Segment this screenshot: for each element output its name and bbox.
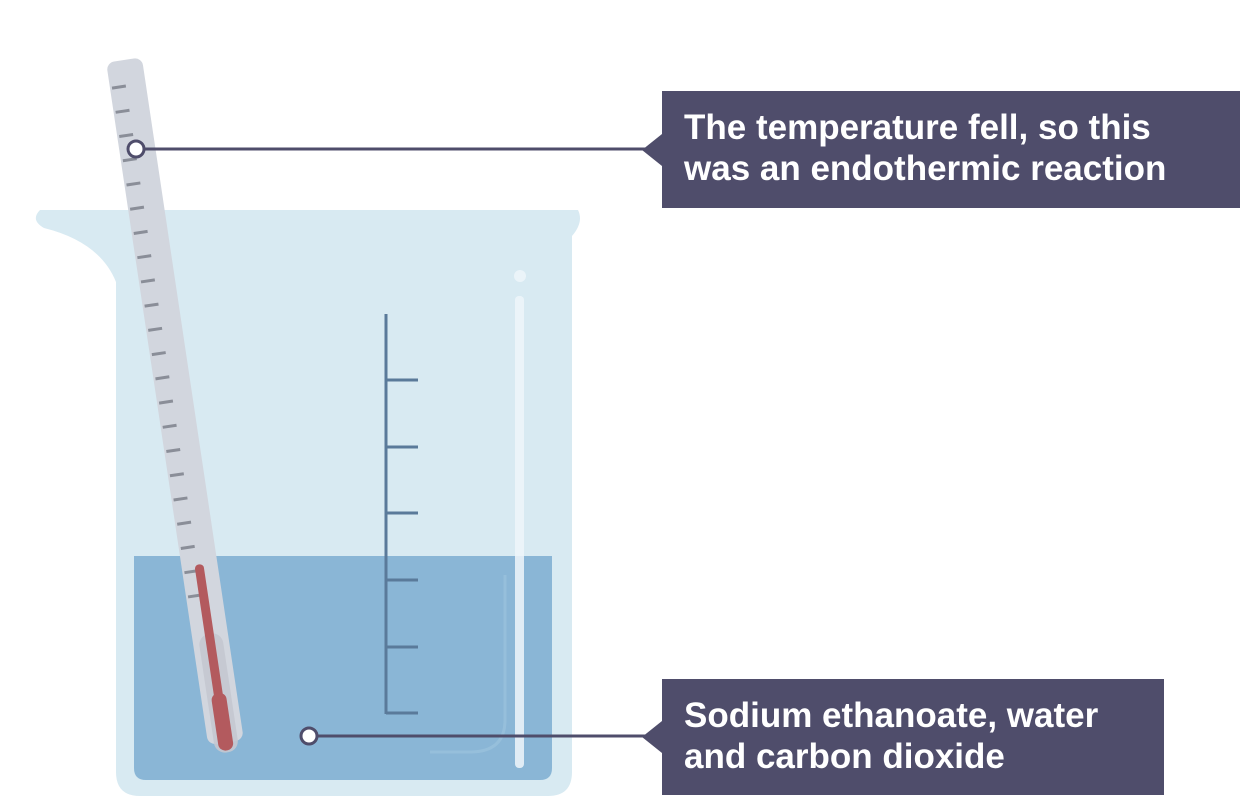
solution-callout: Sodium ethanoate, water and carbon dioxi…: [642, 679, 1164, 795]
thermometer: [107, 58, 243, 753]
thermometer-tick: [180, 544, 195, 550]
thermometer-body: [107, 58, 243, 744]
thermometer-mercury-bulb: [211, 692, 234, 751]
thermometer-tick: [176, 520, 192, 526]
thermometer-tick: [126, 181, 141, 187]
thermometer-tick: [155, 375, 170, 381]
solution-callout-line-2: and carbon dioxide: [684, 737, 1005, 776]
thermometer-tick: [158, 399, 174, 405]
thermometer-tick: [129, 205, 145, 211]
glass-highlight-dot: [514, 270, 526, 282]
temperature-callout-line-2: was an endothermic reaction: [684, 149, 1167, 188]
thermometer-tick: [169, 472, 185, 478]
thermometer-tick: [148, 326, 163, 332]
thermometer-tick: [140, 278, 156, 284]
solution-callout-line-1: Sodium ethanoate, water: [684, 696, 1099, 735]
temperature-callout-line-1: The temperature fell, so this: [684, 108, 1151, 147]
thermometer-tick: [144, 302, 159, 308]
solution-leader-dot: [299, 726, 319, 746]
thermometer-tick: [151, 351, 166, 357]
thermometer-tick: [173, 496, 188, 502]
thermometer-tick: [137, 254, 152, 260]
glass-highlight: [515, 296, 524, 768]
thermometer-tick: [133, 229, 148, 235]
thermometer-tick: [162, 423, 177, 429]
thermometer-tick: [122, 157, 137, 163]
glass-inner-curve: [430, 575, 507, 754]
thermometer-tick: [111, 84, 127, 90]
thermometer-tick: [166, 447, 181, 454]
thermometer-ticks: [111, 84, 203, 599]
temperature-callout: The temperature fell, so this was an end…: [642, 91, 1240, 208]
temperature-leader-dot: [126, 139, 146, 159]
graduation-scale: [384, 314, 418, 715]
thermometer-tick: [115, 108, 130, 114]
thermometer-tick: [119, 132, 134, 139]
